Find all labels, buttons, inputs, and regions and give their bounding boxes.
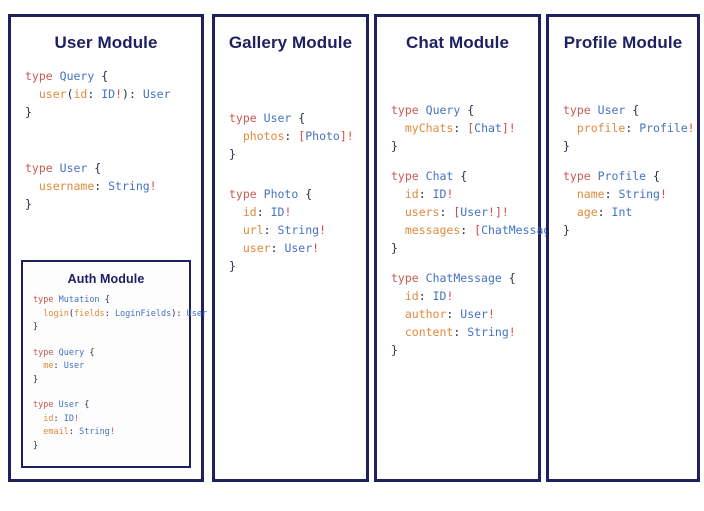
code-block-gallery-photo: type Photo { id: ID! url: String! user: …: [229, 187, 326, 273]
panel-title-chat-module: Chat Module: [405, 33, 510, 52]
panel-gallery-module: Gallery Module type User { photos: [Phot…: [212, 14, 369, 482]
panel-user-module: User Module type Query { user(id: ID!): …: [8, 14, 208, 482]
panel-title-gallery-module: Gallery Module: [228, 33, 353, 52]
code-block-profile-user: type User { profile: Profile!}: [563, 103, 695, 153]
code-block-gallery-user: type User { photos: [Photo]!}: [229, 111, 354, 161]
panel-title-user-module: User Module: [54, 33, 158, 52]
code-block-profile-profile: type Profile { name: String! age: Int}: [563, 169, 667, 237]
code-block-chat-chat: type Chat { id: ID! users: [User!]! mess…: [391, 169, 571, 255]
code-block-user-query: type Query { user(id: ID!): User}: [25, 69, 171, 119]
code-block-chat-chatmessage: type ChatMessage { id: ID! author: User!…: [391, 271, 516, 357]
panel-title-auth-module: Auth Module: [67, 272, 145, 286]
panel-chat-module: Chat Module type Query { myChats: [Chat]…: [374, 14, 571, 482]
panel-title-profile-module: Profile Module: [563, 33, 683, 52]
code-block-chat-query: type Query { myChats: [Chat]!}: [391, 103, 516, 153]
panel-auth-module: Auth Module type Mutation { login(fields…: [21, 260, 208, 468]
panel-profile-module: Profile Module type User { profile: Prof…: [546, 14, 700, 482]
code-block-user-type: type User { username: String!}: [25, 161, 157, 211]
code-block-auth-query: type Query { me: User}: [33, 347, 95, 385]
code-block-auth-mutation: type Mutation { login(fields: LoginField…: [33, 295, 208, 332]
code-block-auth-user: type User { id: ID! email: String!}: [33, 400, 115, 451]
